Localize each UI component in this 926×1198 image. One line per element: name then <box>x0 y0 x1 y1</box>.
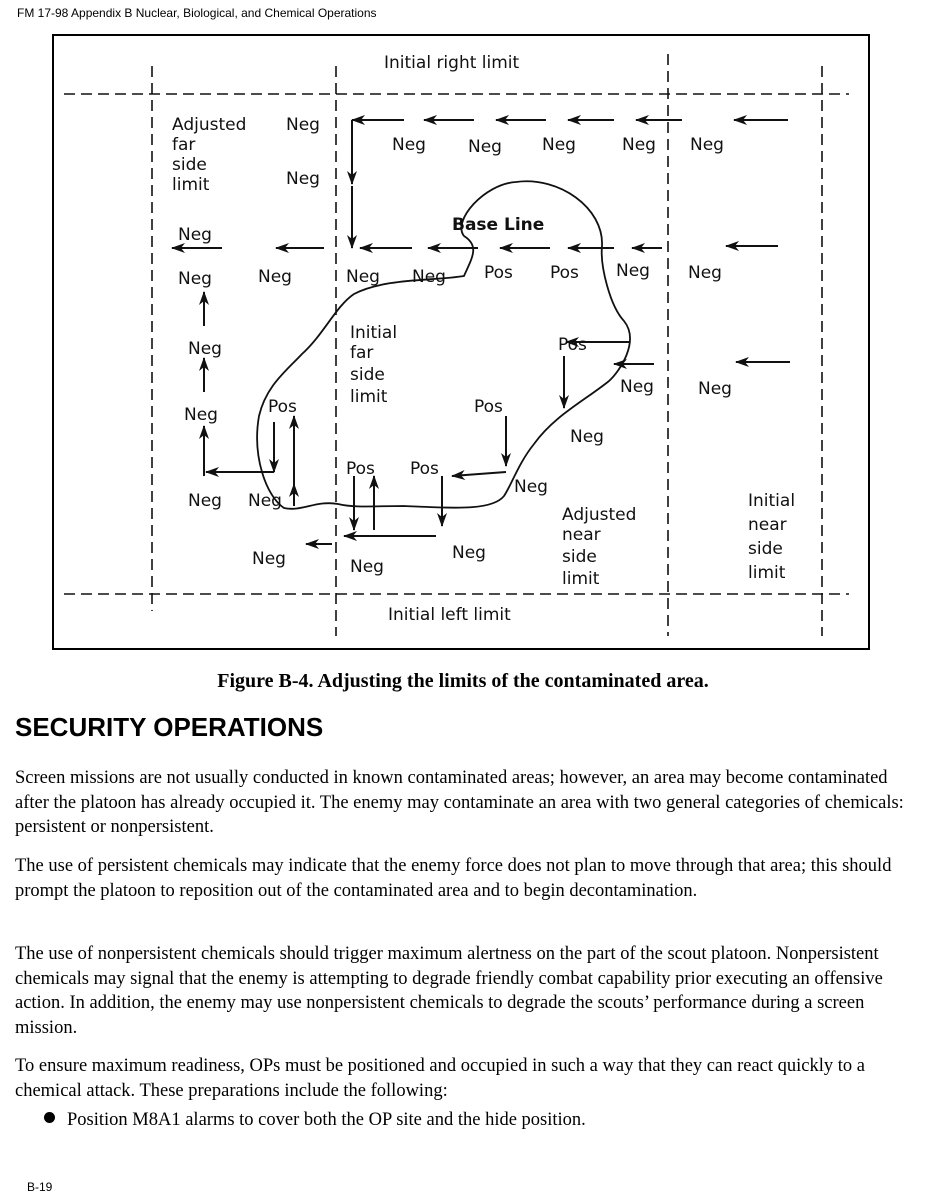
neg-label: Neg <box>286 169 320 189</box>
neg-label: Neg <box>258 267 292 287</box>
initial-left-limit-label: Initial left limit <box>388 605 511 625</box>
adjusted-near-label-2: near <box>562 525 601 545</box>
neg-label: Neg <box>570 427 604 447</box>
initial-right-limit-label: Initial right limit <box>384 53 520 73</box>
neg-label: Neg <box>514 477 548 497</box>
adjusted-far-label-4: limit <box>172 175 210 195</box>
initial-far-label-2: far <box>350 343 373 363</box>
adjusted-far-label-1: Adjusted <box>172 115 246 135</box>
neg-label: Neg <box>346 267 380 287</box>
page-header: FM 17-98 Appendix B Nuclear, Biological,… <box>17 6 377 20</box>
pos-label: Pos <box>346 459 375 479</box>
paragraph-2: The use of persistent chemicals may indi… <box>15 856 892 901</box>
neg-label: Neg <box>188 491 222 511</box>
adjusted-near-label-1: Adjusted <box>562 505 636 525</box>
page-number: B-19 <box>27 1180 53 1194</box>
initial-near-label-2: near <box>748 515 787 535</box>
adjusted-far-label-2: far <box>172 135 195 155</box>
pos-label: Pos <box>474 397 503 417</box>
contaminated-area-outline <box>256 180 631 510</box>
contamination-limits-diagram: Initial right limit Initial left limit A… <box>64 53 849 636</box>
bullet-text: Position M8A1 alarms to cover both the O… <box>67 1110 586 1130</box>
adjusted-far-label-3: side <box>172 155 207 175</box>
neg-label: Neg <box>616 261 650 281</box>
adjusted-near-label-3: side <box>562 547 597 567</box>
bullet-item: Position M8A1 alarms to cover both the O… <box>44 1108 586 1133</box>
neg-label: Neg <box>620 377 654 397</box>
figure-diagram: Initial right limit Initial left limit A… <box>52 34 870 650</box>
pos-label: Pos <box>558 335 587 355</box>
neg-label: Neg <box>286 115 320 135</box>
paragraph-1: Screen missions are not usually conducte… <box>15 768 904 837</box>
pos-label: Pos <box>268 397 297 417</box>
paragraph-3: The use of nonpersistent chemicals shoul… <box>15 944 883 1038</box>
pos-label: Pos <box>410 459 439 479</box>
neg-label: Neg <box>248 491 282 511</box>
neg-label: Neg <box>252 549 286 569</box>
pos-label: Pos <box>550 263 579 283</box>
neg-label: Neg <box>452 543 486 563</box>
neg-label: Neg <box>690 135 724 155</box>
neg-label: Neg <box>542 135 576 155</box>
neg-label: Neg <box>350 557 384 577</box>
initial-near-label-3: side <box>748 539 783 559</box>
neg-label: Neg <box>178 269 212 289</box>
adjusted-near-label-4: limit <box>562 569 600 589</box>
paragraph-4: To ensure maximum readiness, OPs must be… <box>15 1056 865 1101</box>
arrow <box>451 470 507 481</box>
section-title: SECURITY OPERATIONS <box>15 712 324 742</box>
neg-label: Neg <box>698 379 732 399</box>
base-line-label: Base Line <box>452 215 544 235</box>
neg-label: Neg <box>184 405 218 425</box>
neg-label: Neg <box>622 135 656 155</box>
neg-label: Neg <box>468 137 502 157</box>
pos-label: Pos <box>484 263 513 283</box>
neg-label: Neg <box>412 267 446 287</box>
neg-label: Neg <box>392 135 426 155</box>
bullet-dot-icon <box>44 1112 55 1123</box>
neg-label: Neg <box>178 225 212 245</box>
initial-near-label-1: Initial <box>748 491 795 511</box>
initial-near-label-4: limit <box>748 563 786 583</box>
neg-label: Neg <box>188 339 222 359</box>
initial-far-label-4: limit <box>350 387 388 407</box>
initial-far-label-1: Initial <box>350 323 397 343</box>
initial-far-label-3: side <box>350 365 385 385</box>
figure-caption: Figure B-4. Adjusting the limits of the … <box>217 670 709 692</box>
neg-label: Neg <box>688 263 722 283</box>
